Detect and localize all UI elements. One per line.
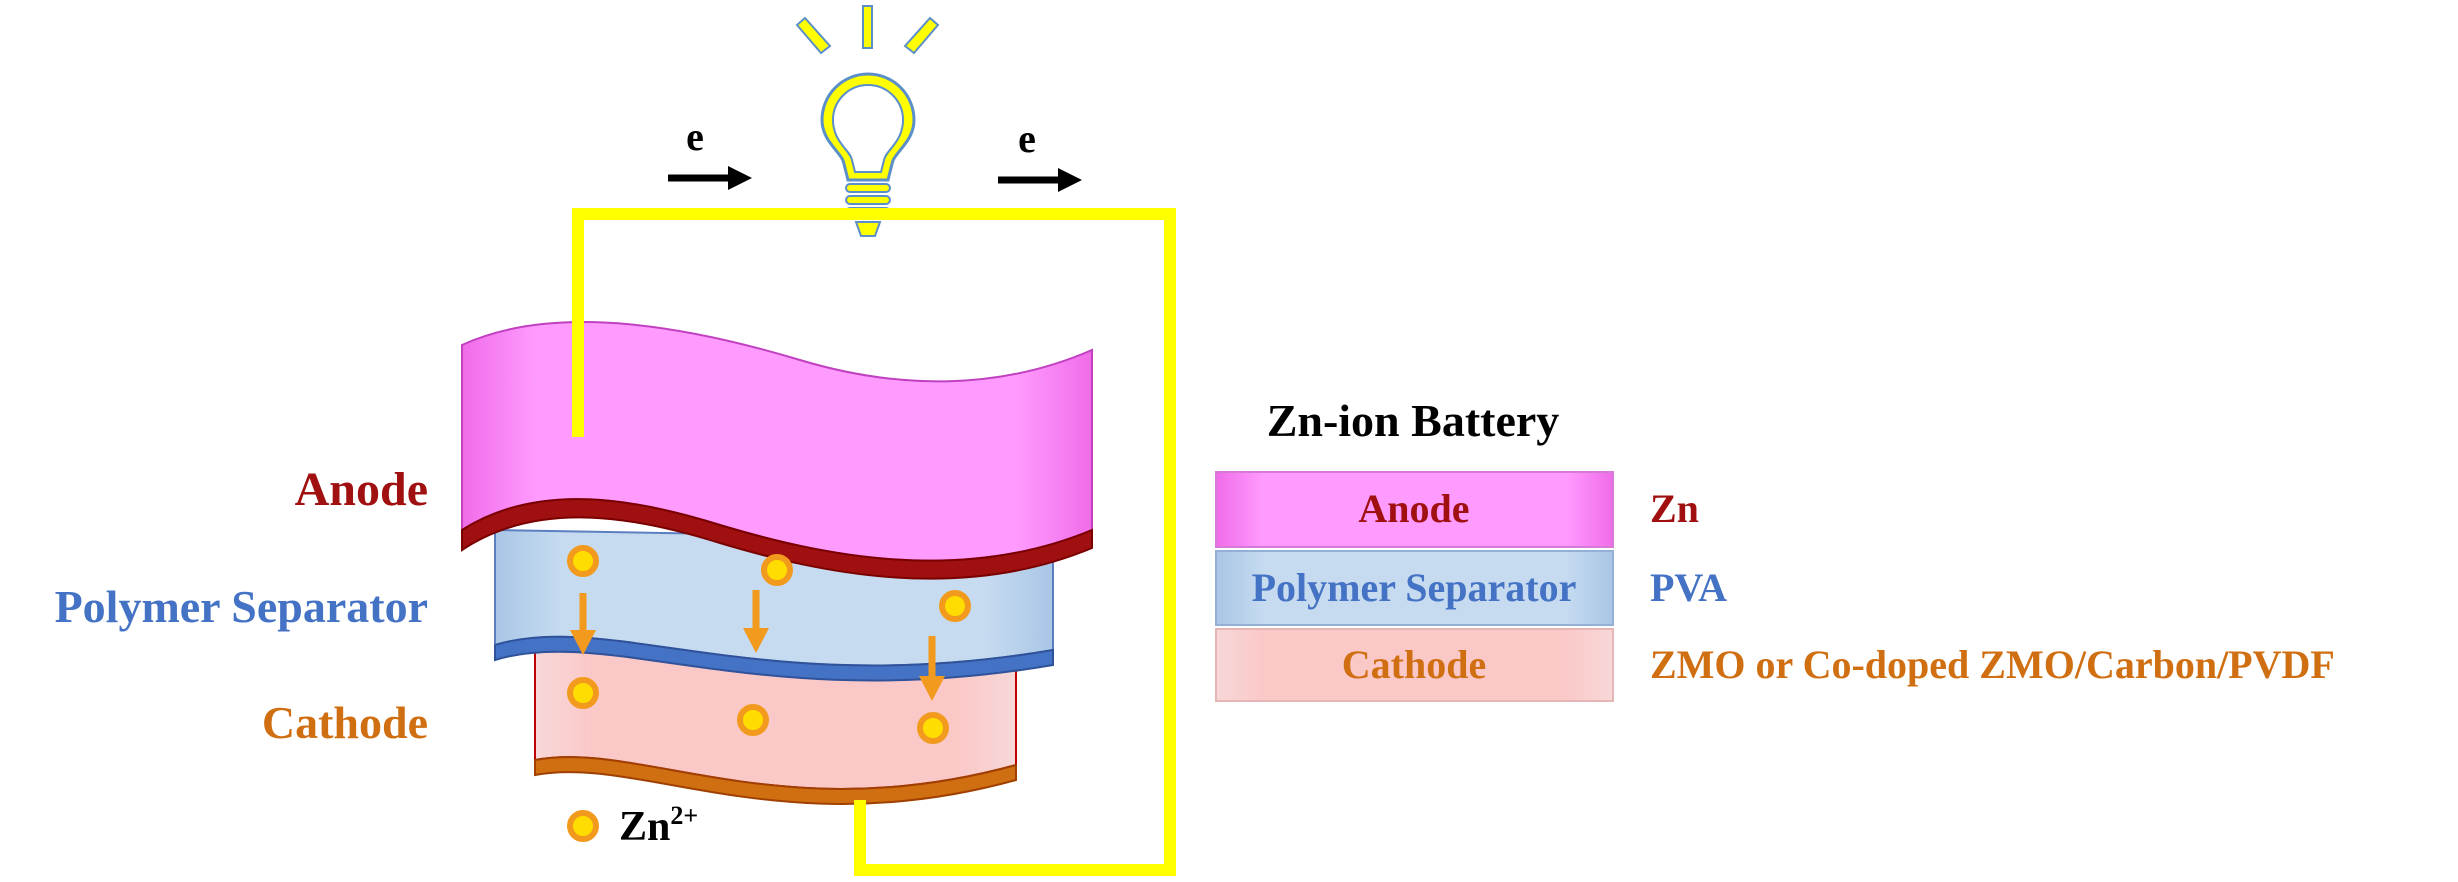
label-cathode: Cathode — [262, 697, 428, 748]
zn-ion-icon — [567, 810, 599, 842]
table-cell-separator — [1215, 550, 1614, 626]
ion-migration-arrow — [743, 590, 769, 653]
table-row-separator: Polymer Separator PVA — [1215, 550, 1727, 626]
table-title: Zn-ion Battery — [1267, 395, 1560, 446]
label-polymer-separator: Polymer Separator — [55, 581, 428, 632]
table-cell-cathode — [1215, 628, 1614, 702]
ion-migration-arrow — [919, 636, 945, 701]
bulb-tip — [854, 221, 882, 237]
legend-zn-ion: Zn2+ — [567, 801, 698, 850]
bulb-glass-inner — [831, 84, 905, 173]
anode-top-face — [461, 321, 1093, 562]
zn-ion-icon — [939, 590, 971, 622]
bulb-ray-middle — [862, 5, 873, 49]
table-cell-cathode-label: Cathode — [1342, 642, 1486, 687]
zn-ion-icon — [567, 677, 599, 709]
table-cell-anode — [1215, 471, 1614, 548]
table-cell-separator-label: Polymer Separator — [1252, 565, 1577, 610]
table-row-cathode: Cathode ZMO or Co-doped ZMO/Carbon/PVDF — [1215, 628, 2335, 702]
anode-layer — [461, 321, 1093, 580]
electron-arrow-icon — [668, 166, 752, 190]
legend-ion-charge: 2+ — [670, 801, 698, 830]
bulb-ray-left — [795, 16, 832, 55]
table-cell-anode-label: Anode — [1358, 486, 1469, 531]
cathode-edge — [534, 756, 1017, 805]
zn-ion-icon — [917, 712, 949, 744]
table-row-anode: Anode Zn — [1215, 471, 1699, 548]
table-material-separator: PVA — [1650, 565, 1727, 610]
zn-ion-icon — [567, 545, 599, 577]
bulb-base-1 — [845, 183, 891, 193]
electron-label-right: e — [1018, 116, 1036, 161]
bulb-base-2 — [845, 195, 891, 205]
light-bulb-icon — [795, 5, 940, 237]
electron-arrow-icon — [998, 168, 1082, 192]
circuit-wire — [572, 208, 1176, 876]
legend-zn-ion-label: Zn2+ — [619, 801, 698, 850]
ion-migration-arrow — [570, 593, 596, 655]
zn-ion-icon — [737, 704, 769, 736]
table-material-cathode: ZMO or Co-doped ZMO/Carbon/PVDF — [1650, 642, 2335, 687]
zn-ion-icon — [761, 554, 793, 586]
electron-label-left: e — [686, 114, 704, 159]
separator-edge — [494, 635, 1054, 682]
table-material-anode: Zn — [1650, 486, 1699, 531]
bulb-ray-right — [903, 16, 940, 55]
anode-edge — [461, 498, 1093, 580]
label-anode: Anode — [295, 463, 428, 516]
legend-ion-symbol: Zn — [619, 804, 670, 850]
